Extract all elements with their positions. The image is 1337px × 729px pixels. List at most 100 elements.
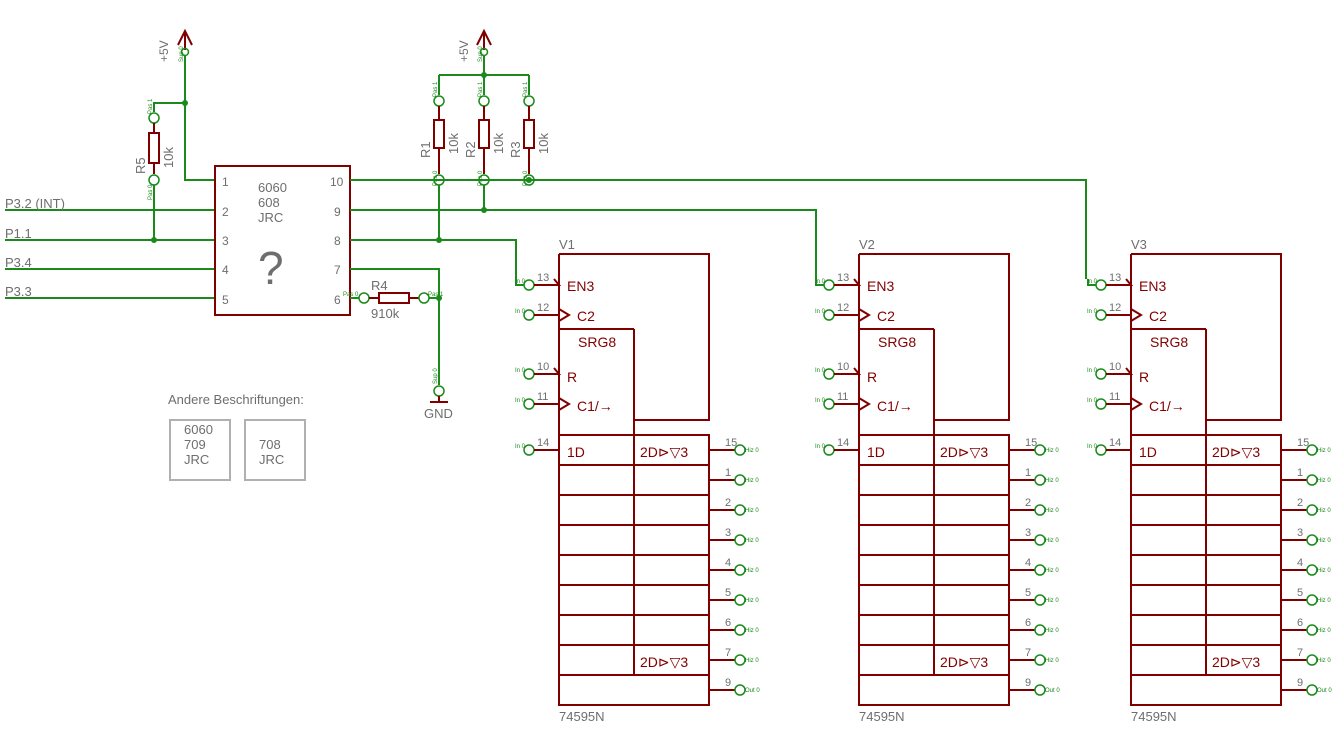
chip-input-pin-number: 14 — [537, 437, 549, 449]
chip-output-pin-number: 5 — [1025, 587, 1031, 599]
chip-1d-label: 1D — [567, 444, 585, 460]
chip-q-label: 2D⊳▽3 — [940, 654, 988, 670]
chip-input-pin-tag: In 0 — [515, 368, 526, 374]
chip-input-pin-tag: In 0 — [815, 398, 826, 404]
chip-input-pin-tag: In 0 — [515, 444, 526, 450]
chip-output-pin-tag: Hiz 0 — [1045, 658, 1059, 664]
alt-label-box-2 — [244, 419, 306, 481]
pas-tag: Pas 1 — [523, 81, 529, 97]
ic-pin-number: 9 — [334, 205, 341, 219]
chip-output-pin-number: 4 — [1297, 557, 1303, 569]
chip-output-pin-number: 6 — [1297, 617, 1303, 629]
r3-value: 10k — [536, 133, 551, 154]
chip-input-pin-tag: In 0 — [515, 279, 526, 285]
chip-input-pin-tag: In 0 — [815, 368, 826, 374]
chip-output-pin-number: 9 — [1025, 677, 1031, 689]
chip-r-label: R — [567, 369, 577, 385]
chip-output-pin-tag: Hiz 0 — [745, 508, 759, 514]
chip-output-pin-number: 9 — [1297, 677, 1303, 689]
chip-output-pin-number: 4 — [1025, 557, 1031, 569]
chip-output-pin-number: 2 — [1297, 497, 1303, 509]
chip-c1-label: C1/→ — [577, 398, 613, 414]
chip-q-label: 2D⊳▽3 — [1212, 654, 1260, 670]
pas-tag: Pas 1 — [478, 81, 484, 97]
ic-pin-number: 3 — [222, 234, 229, 248]
chip-output-pin-number: 1 — [725, 467, 731, 479]
sup-tag: Sup 0 — [433, 368, 439, 384]
r5-value: 10k — [161, 147, 176, 168]
chip-q-label: 2D⊳▽3 — [640, 654, 688, 670]
chip-input-pin-tag: In 0 — [1087, 309, 1098, 315]
chip-srg-label: SRG8 — [1150, 334, 1188, 350]
resistor-r3 — [523, 119, 535, 149]
chip-r-label: R — [1139, 369, 1149, 385]
r1-name: R1 — [418, 141, 433, 158]
chip-1d-label: 1D — [867, 444, 885, 460]
chip-q-label: 2D⊳▽3 — [940, 444, 988, 460]
chip-input-pin-tag: In 0 — [1087, 368, 1098, 374]
r4-name: R4 — [371, 278, 388, 293]
static-wiring — [5, 28, 1087, 481]
pas-tag: Pas 1 — [148, 98, 154, 114]
chip-output-pin-tag: Hiz 0 — [745, 598, 759, 604]
chip-input-pin-tag: In 0 — [1087, 444, 1098, 450]
chip-output-pin-tag: Hiz 0 — [1317, 598, 1331, 604]
chip-output-pin-tag: Hiz 0 — [1045, 508, 1059, 514]
chip-output-pin-number: 7 — [1025, 647, 1031, 659]
chip-output-pin-number: 1 — [1025, 467, 1031, 479]
chip-input-pin-tag: In 0 — [815, 309, 826, 315]
chip-srg-label: SRG8 — [578, 334, 616, 350]
chip-output-pin-number: 6 — [1025, 617, 1031, 629]
alt-box1-line: 6060 — [184, 422, 213, 437]
chip-output-pin-number: 3 — [1025, 527, 1031, 539]
pas-tag: Pas 1 — [428, 292, 444, 298]
port-label: P1.1 — [5, 226, 32, 241]
chip-name: V3 — [1131, 237, 1147, 252]
vcc-net-left — [153, 56, 215, 181]
chip-part-number: 74595N — [1131, 709, 1177, 724]
chip-1d-label: 1D — [1139, 444, 1157, 460]
chip-r-label: R — [867, 369, 877, 385]
chip-input-pin-number: 12 — [537, 302, 549, 314]
chip-output-pin-tag: Hiz 0 — [1317, 448, 1331, 454]
chip-output-pin-number: 15 — [1025, 437, 1037, 449]
r3-name: R3 — [508, 141, 523, 158]
chip-part-number: 74595N — [859, 709, 905, 724]
chip-output-pin-tag: Hiz 0 — [745, 628, 759, 634]
ic-marking-line3: JRC — [258, 210, 283, 225]
ic-pin-number: 10 — [330, 175, 344, 189]
chip-output-pin-number: 6 — [725, 617, 731, 629]
net-pin10-rck — [350, 179, 1087, 279]
chip-output-pin-tag: Out 0 — [1317, 688, 1332, 694]
chip-output-pin-tag: Hiz 0 — [1045, 448, 1059, 454]
chip-input-pin-number: 10 — [1109, 361, 1121, 373]
chip-c2-label: C2 — [1149, 308, 1167, 324]
chip-input-pin-number: 10 — [537, 361, 549, 373]
chip-en-label: EN3 — [867, 278, 894, 294]
chip-q-label: 2D⊳▽3 — [1212, 444, 1260, 460]
chip-output-pin-tag: Hiz 0 — [1317, 478, 1331, 484]
chip-name: V2 — [859, 237, 875, 252]
port-label: P3.2 (INT) — [5, 196, 65, 211]
chip-input-pin-number: 11 — [837, 391, 848, 403]
chip-output-pin-number: 1 — [1297, 467, 1303, 479]
chip-name: V1 — [559, 237, 575, 252]
chip-output-pin-tag: Hiz 0 — [1045, 568, 1059, 574]
chip-output-pin-tag: Hiz 0 — [1045, 628, 1059, 634]
chip-output-pin-number: 15 — [1297, 437, 1309, 449]
resistor-r1 — [433, 119, 445, 149]
ic-marking-line2: 608 — [258, 195, 280, 210]
gnd-symbol — [430, 396, 448, 403]
chip-input-pin-tag: In 0 — [1087, 279, 1098, 285]
pas-tag: Pas 0 — [343, 292, 359, 298]
ic-pin-number: 1 — [222, 175, 229, 189]
chip-input-pin-number: 12 — [837, 302, 849, 314]
chip-output-pin-tag: Hiz 0 — [1317, 628, 1331, 634]
net-pin7-gnd — [350, 268, 440, 385]
chip-part-number: 74595N — [559, 709, 605, 724]
ic-pin-number: 5 — [222, 293, 229, 307]
chip-input-pin-number: 14 — [837, 437, 849, 449]
chip-output-pin-tag: Hiz 0 — [1317, 538, 1331, 544]
